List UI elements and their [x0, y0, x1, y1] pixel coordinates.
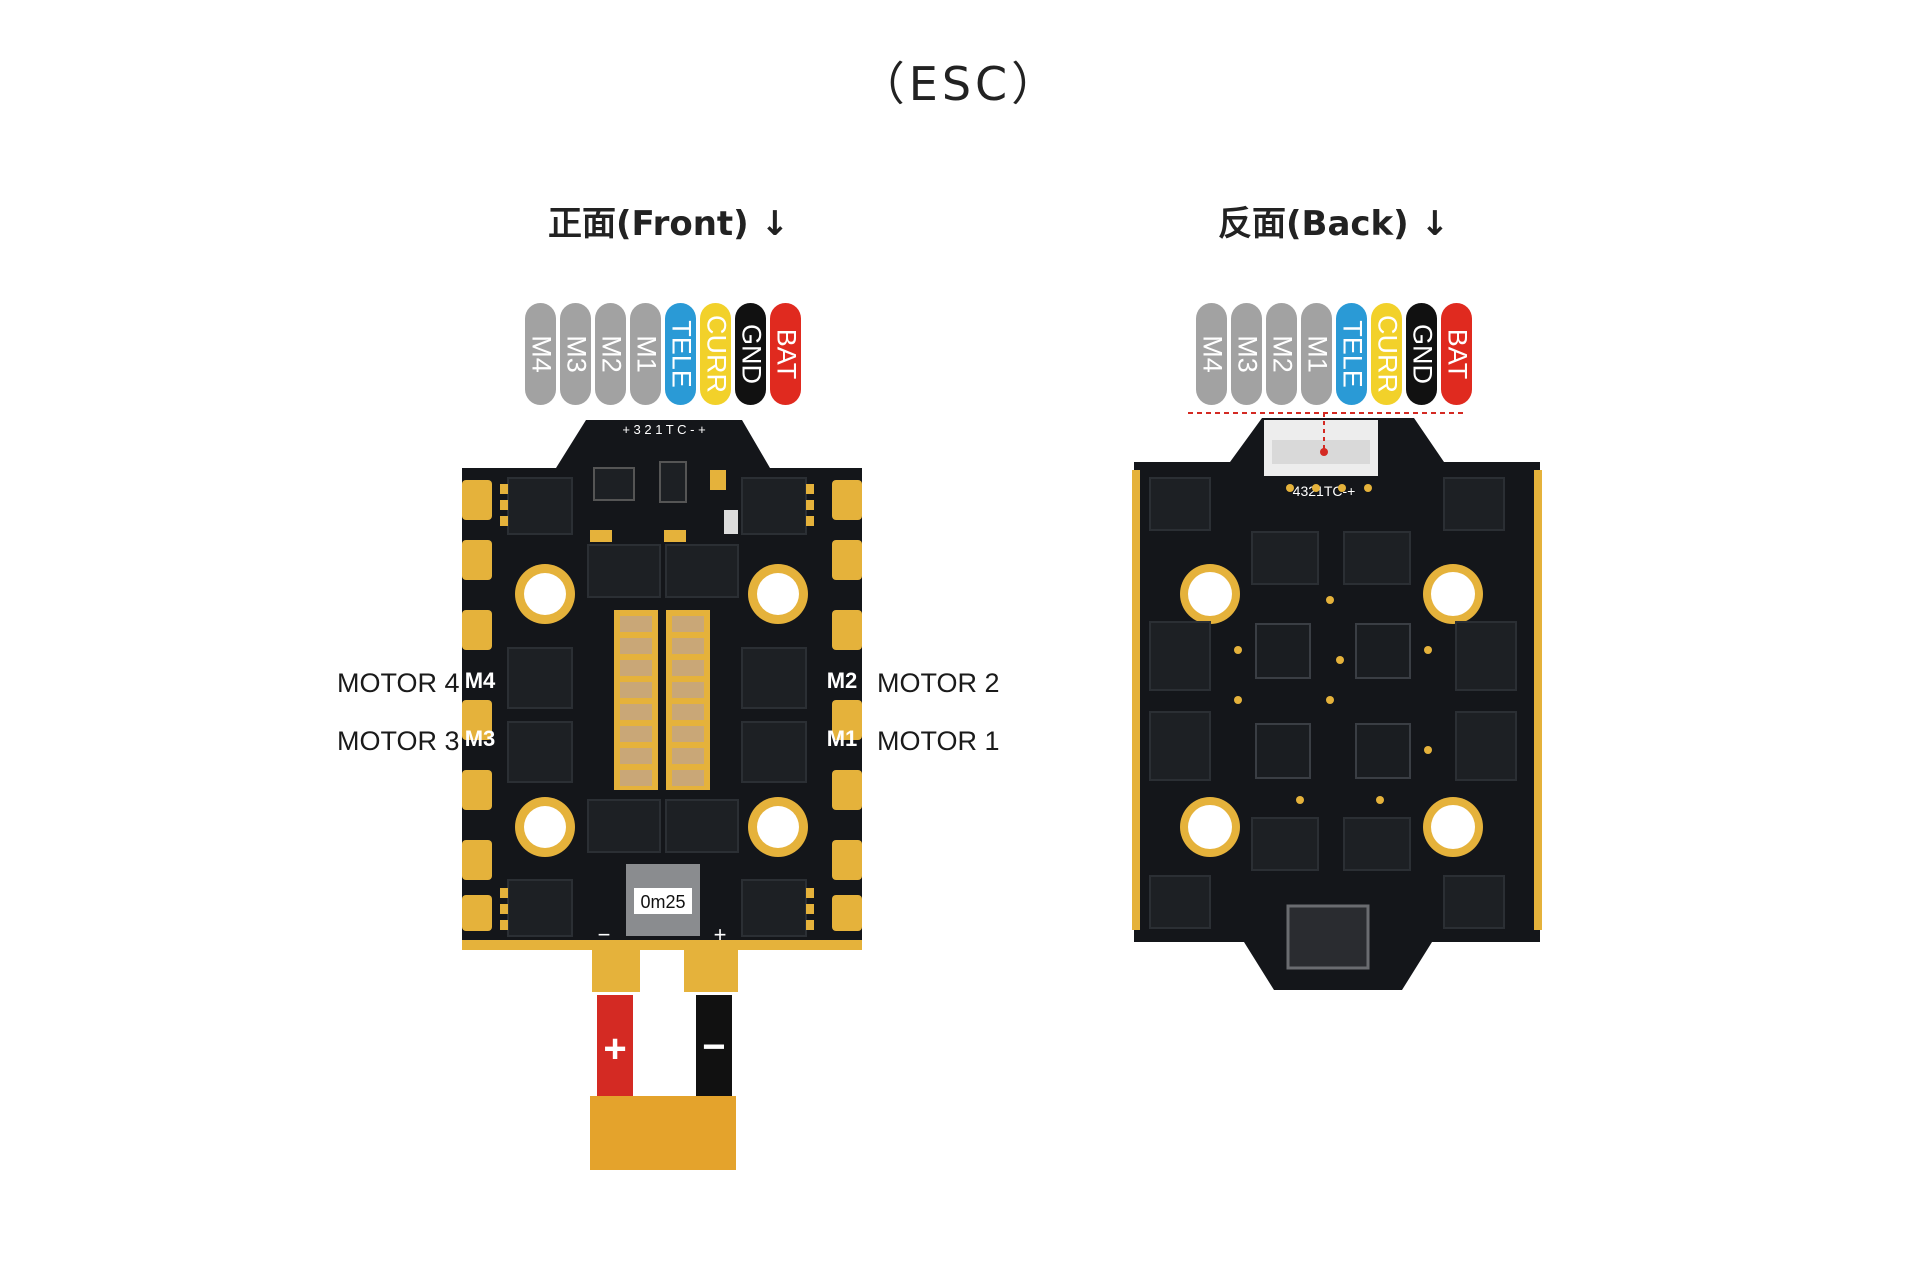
wire-pin: M1	[630, 303, 661, 405]
motor4-label: MOTOR 4	[337, 668, 460, 698]
battery-plus-sign: +	[603, 1027, 626, 1071]
motor2-label: MOTOR 2	[877, 668, 1000, 698]
black-battery-wire	[696, 995, 732, 1100]
xt-connector	[590, 1096, 736, 1170]
silk-m3: M3	[465, 726, 496, 751]
motor3-label: MOTOR 3	[337, 726, 460, 756]
wire-pin: GND	[1406, 303, 1437, 405]
wire-pin: M2	[595, 303, 626, 405]
back-diode	[1286, 904, 1370, 970]
mosfet-chips	[507, 477, 807, 937]
page-title: （ESC）	[858, 57, 1062, 111]
wire-pin: TELE	[1336, 303, 1367, 405]
back-board: 4321TC-+	[1132, 412, 1542, 990]
back-view-label: 反面(Back) ↓	[1218, 204, 1450, 244]
silk-minus: −	[598, 922, 611, 947]
silk-plus: +	[714, 922, 727, 947]
silk-m1: M1	[827, 726, 858, 751]
left-pads	[462, 480, 492, 931]
right-pads	[832, 480, 862, 931]
wire-pin: GND	[735, 303, 766, 405]
wire-pin: M3	[560, 303, 591, 405]
red-battery-wire	[597, 995, 633, 1100]
wire-pin: M4	[1196, 303, 1227, 405]
front-wire-pins: M4 M3 M2 M1 TELE CURR GND BAT	[525, 303, 801, 405]
wire-pin: M4	[525, 303, 556, 405]
wire-pin: M2	[1266, 303, 1297, 405]
front-view-label: 正面(Front) ↓	[548, 204, 790, 244]
front-board: + −	[462, 420, 862, 1170]
wire-pin: BAT	[1441, 303, 1472, 405]
motor1-label: MOTOR 1	[877, 726, 1000, 756]
mounting-holes	[515, 564, 808, 857]
mcu-chips	[1255, 623, 1411, 779]
silk-m4: M4	[465, 668, 496, 693]
wire-pin: M3	[1231, 303, 1262, 405]
wire-pin: BAT	[770, 303, 801, 405]
wire-pin: CURR	[700, 303, 731, 405]
battery-minus-sign: −	[702, 1025, 725, 1069]
back-pin-silkscreen: 4321TC-+	[1293, 483, 1356, 499]
shunt-label: 0m25	[640, 892, 685, 912]
back-mosfet-chips	[1149, 477, 1517, 929]
regulator-area	[590, 461, 738, 542]
wire-pin: CURR	[1371, 303, 1402, 405]
capacitor-bank	[614, 610, 710, 790]
wire-pin: TELE	[665, 303, 696, 405]
back-wire-pins: M4 M3 M2 M1 TELE CURR GND BAT	[1196, 303, 1472, 405]
silk-m2: M2	[827, 668, 858, 693]
front-pin-silkscreen: + 3 2 1 T C - +	[622, 422, 705, 437]
wire-pin: M1	[1301, 303, 1332, 405]
